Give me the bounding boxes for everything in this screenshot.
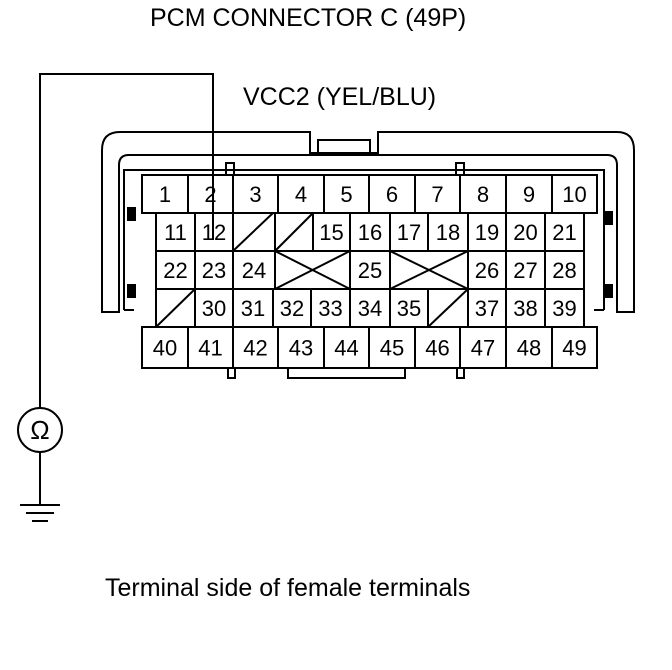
- terminal-cell: [368, 174, 416, 214]
- ohmmeter-icon: Ω: [17, 407, 63, 453]
- terminal-number: 47: [471, 336, 495, 361]
- terminal-number: 41: [198, 336, 222, 361]
- wire-label: VCC2 (YEL/BLU): [243, 83, 437, 111]
- terminal-number: 38: [513, 296, 537, 321]
- unused-cavity-cross: [389, 250, 469, 290]
- connector-housing-outer: [101, 131, 635, 313]
- terminal-cell: [194, 288, 234, 328]
- terminal-number: 8: [477, 182, 489, 207]
- probe-wire: [39, 73, 214, 408]
- terminal-number: 22: [163, 258, 187, 283]
- terminal-cell: [505, 212, 546, 252]
- terminal-number: 34: [358, 296, 382, 321]
- terminal-cell: [349, 250, 391, 290]
- terminal-number: 21: [552, 220, 576, 245]
- unused-cavity-cross: [274, 250, 351, 290]
- terminal-number: 33: [318, 296, 342, 321]
- terminal-number: 3: [249, 182, 261, 207]
- housing-slot: [127, 207, 136, 221]
- terminal-cell: [551, 326, 598, 369]
- terminal-cell: [141, 174, 189, 214]
- ground-icon: [20, 504, 60, 522]
- connector-housing-inner: [123, 169, 605, 311]
- connector-latch-bottom: [287, 368, 406, 379]
- terminal-number: 18: [436, 220, 460, 245]
- terminal-number: 5: [340, 182, 352, 207]
- terminal-number: 30: [202, 296, 226, 321]
- terminal-number: 45: [380, 336, 404, 361]
- terminal-number: 23: [202, 258, 226, 283]
- terminal-number: 4: [295, 182, 307, 207]
- terminal-number: 6: [386, 182, 398, 207]
- terminal-number: 20: [513, 220, 537, 245]
- ohm-symbol: Ω: [30, 415, 49, 445]
- terminal-cell: [232, 174, 279, 214]
- terminal-number: 7: [431, 182, 443, 207]
- terminal-number: 48: [517, 336, 541, 361]
- terminal-cell: [155, 250, 196, 290]
- terminal-number: 42: [243, 336, 267, 361]
- terminal-cell: [505, 326, 553, 369]
- terminal-number: 32: [280, 296, 304, 321]
- terminal-number: 44: [334, 336, 358, 361]
- terminal-cell: [459, 174, 507, 214]
- diagram-caption: Terminal side of female terminals: [105, 574, 471, 602]
- terminal-number: 26: [475, 258, 499, 283]
- terminal-cell: [272, 288, 312, 328]
- unused-cavity-slash: [232, 212, 274, 252]
- terminal-number: 10: [562, 182, 586, 207]
- terminal-number: 19: [475, 220, 499, 245]
- terminal-number: 2: [204, 182, 216, 207]
- terminal-grid: 1234567891011121516171819202122232425262…: [141, 174, 598, 369]
- unused-cavity-slash: [427, 288, 469, 328]
- terminal-number: 40: [153, 336, 177, 361]
- terminal-number: 37: [475, 296, 499, 321]
- terminal-number: 16: [358, 220, 382, 245]
- housing-slot: [604, 211, 613, 225]
- terminal-number: 25: [358, 258, 382, 283]
- terminal-cell: [544, 212, 585, 252]
- terminal-cell: [194, 250, 234, 290]
- housing-slot: [604, 284, 613, 298]
- diagram-title: PCM CONNECTOR C (49P): [150, 4, 467, 32]
- terminal-cell: [349, 212, 391, 252]
- housing-tab: [456, 367, 465, 379]
- terminal-cell: [505, 174, 553, 214]
- terminal-cell: [141, 326, 189, 369]
- terminal-number: 27: [513, 258, 537, 283]
- terminal-number: 43: [289, 336, 313, 361]
- unused-cavity-slash: [274, 212, 314, 252]
- terminal-number: 35: [397, 296, 421, 321]
- terminal-number: 49: [562, 336, 586, 361]
- terminal-number: 39: [552, 296, 576, 321]
- terminal-cell: [232, 326, 279, 369]
- terminal-cell: [544, 250, 585, 290]
- housing-slot: [127, 284, 136, 298]
- terminal-number: 1: [159, 182, 171, 207]
- terminal-number: 24: [242, 258, 266, 283]
- terminal-cell: [427, 212, 469, 252]
- terminal-cell: [459, 326, 507, 369]
- unused-cavity-slash: [155, 288, 196, 328]
- terminal-number: 31: [241, 296, 265, 321]
- terminal-number: 17: [397, 220, 421, 245]
- terminal-number: 15: [319, 220, 343, 245]
- housing-tab: [227, 367, 236, 379]
- terminal-number: 28: [552, 258, 576, 283]
- connector-latch-top: [317, 139, 371, 153]
- terminal-cell: [505, 288, 546, 328]
- terminal-number: 11: [164, 220, 187, 245]
- terminal-number: 9: [523, 182, 535, 207]
- terminal-number: 46: [425, 336, 449, 361]
- terminal-cell: [414, 326, 461, 369]
